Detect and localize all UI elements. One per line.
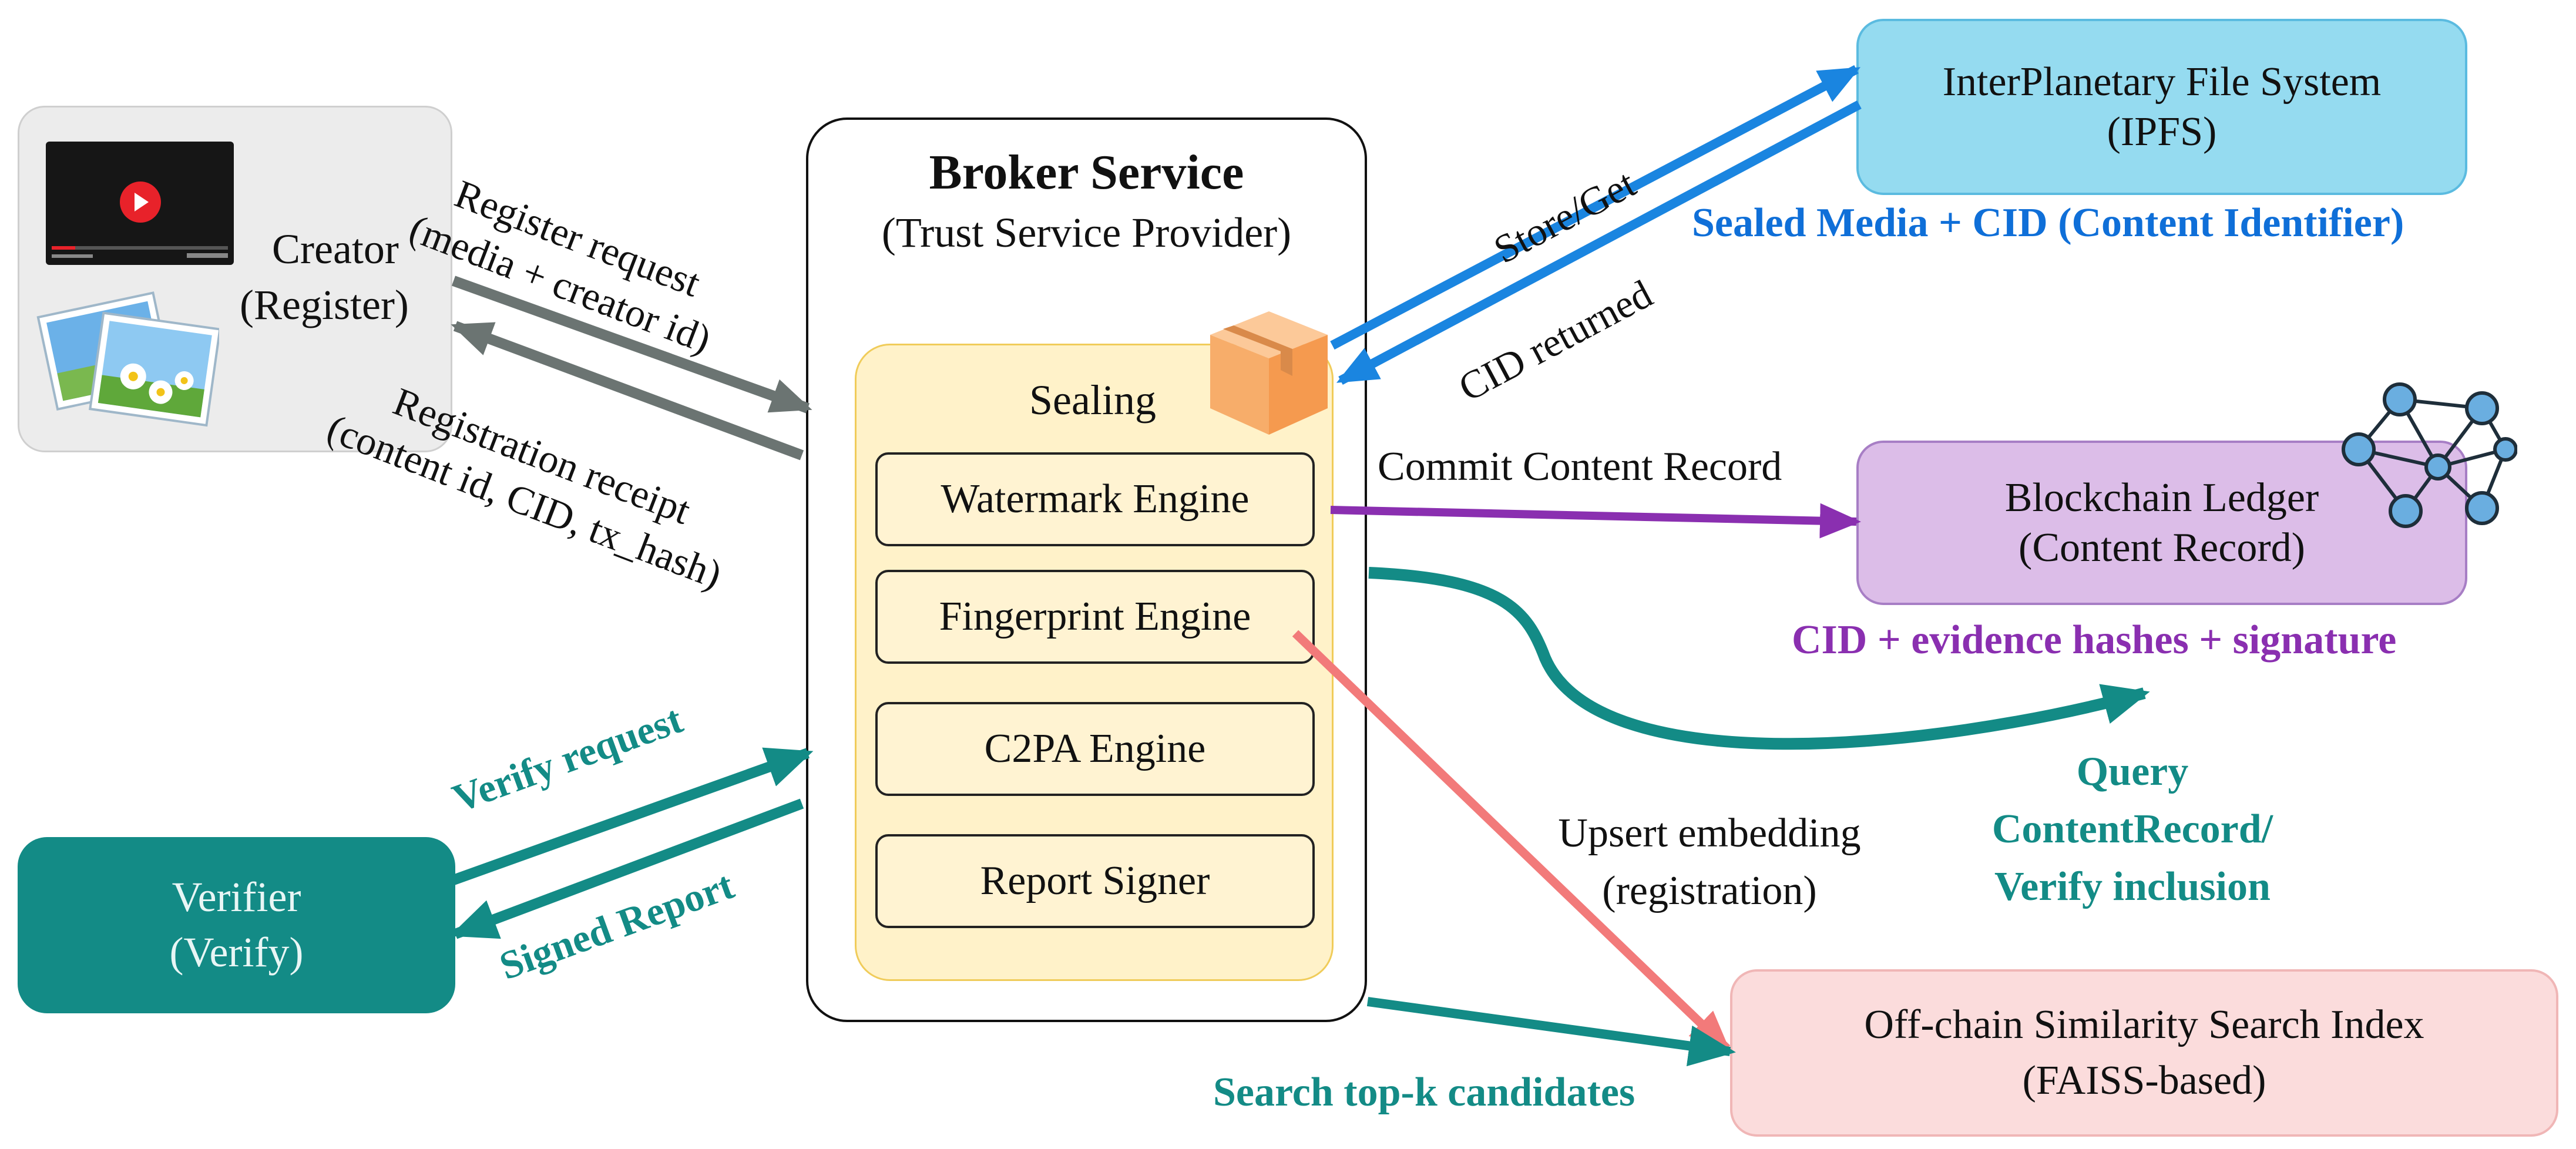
creator-node: Creator (Register) bbox=[18, 106, 452, 452]
broker-title: Broker Service bbox=[929, 145, 1244, 200]
ledger-caption: CID + evidence hashes + signature bbox=[1792, 617, 2397, 663]
video-player-icon bbox=[46, 142, 234, 265]
verifier-subtitle: (Verify) bbox=[169, 929, 304, 976]
query-label: Query ContentRecord/ Verify inclusion bbox=[1991, 749, 2273, 909]
ipfs-subtitle: (IPFS) bbox=[2107, 109, 2217, 154]
photos-icon bbox=[36, 291, 219, 427]
ledger-subtitle: (Content Record) bbox=[2019, 525, 2305, 570]
network-icon bbox=[2342, 382, 2517, 528]
ledger-title: Blockchain Ledger bbox=[2004, 475, 2319, 520]
package-icon bbox=[1210, 311, 1328, 435]
blockchain-ledger-node: Blockchain Ledger (Content Record) bbox=[1856, 441, 2467, 605]
ipfs-node: InterPlanetary File System (IPFS) bbox=[1856, 19, 2467, 195]
sealing-label: Sealing bbox=[1029, 377, 1156, 424]
verify-request-arrow bbox=[451, 747, 814, 885]
registration-receipt-arrow bbox=[451, 321, 804, 461]
fingerprint-engine: Fingerprint Engine bbox=[875, 570, 1315, 664]
upsert-label: Upsert embedding (registration) bbox=[1558, 811, 1861, 913]
broker-subtitle: (Trust Service Provider) bbox=[881, 209, 1292, 256]
ipfs-title: InterPlanetary File System bbox=[1942, 59, 2382, 105]
commit-label: Commit Content Record bbox=[1378, 444, 1782, 489]
ipfs-caption: Sealed Media + CID (Content Identifier) bbox=[1692, 200, 2404, 246]
search-arrow bbox=[1366, 997, 1736, 1067]
creator-title: Creator bbox=[272, 226, 399, 273]
similarity-index-node: Off-chain Similarity Search Index (FAISS… bbox=[1730, 969, 2558, 1137]
watermark-engine: Watermark Engine bbox=[875, 452, 1315, 546]
signed-report-arrow bbox=[449, 798, 804, 939]
report-signer: Report Signer bbox=[875, 834, 1315, 928]
creator-subtitle: (Register) bbox=[240, 281, 409, 328]
query-arrow bbox=[1368, 567, 2150, 750]
cid-returned-arrow bbox=[1336, 100, 1862, 385]
upsert-embedding-arrow bbox=[1292, 630, 1731, 1052]
search-label: Search top-k candidates bbox=[1213, 1070, 1635, 1115]
c2pa-engine: C2PA Engine bbox=[875, 702, 1315, 796]
register-request-arrow bbox=[451, 276, 812, 414]
faiss-title: Off-chain Similarity Search Index bbox=[1864, 1002, 2424, 1047]
commit-arrow bbox=[1330, 503, 1861, 539]
faiss-subtitle: (FAISS-based) bbox=[2022, 1057, 2266, 1103]
verifier-node: Verifier (Verify) bbox=[18, 837, 455, 1013]
store-get-arrow bbox=[1330, 65, 1861, 350]
verifier-title: Verifier bbox=[172, 873, 301, 921]
